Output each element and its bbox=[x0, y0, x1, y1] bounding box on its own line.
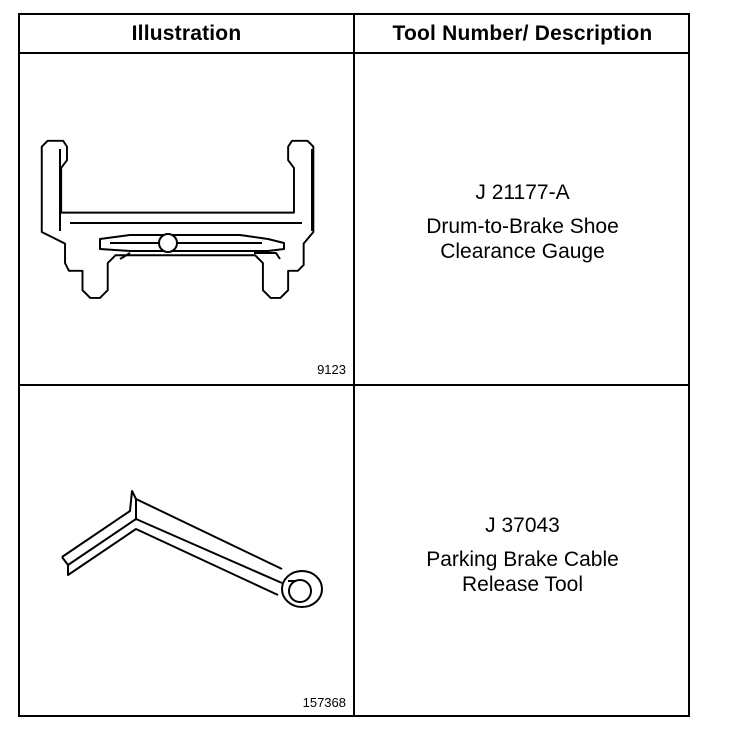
description-line: Release Tool bbox=[461, 573, 584, 596]
figure-number: 157368 bbox=[302, 695, 346, 710]
tool-table: Illustration Tool Number/ Description J … bbox=[18, 13, 690, 717]
drum-to-brake-shoe-gauge-icon bbox=[40, 139, 315, 299]
tool-description-1: J 21177-A Drum-to-Brake Shoe Clearance G… bbox=[355, 180, 690, 264]
tool-number: J 21177-A bbox=[475, 181, 570, 204]
column-divider bbox=[353, 15, 355, 715]
header-divider bbox=[20, 52, 688, 54]
header-tool-description: Tool Number/ Description bbox=[392, 22, 653, 45]
tool-description-2: J 37043 Parking Brake Cable Release Tool bbox=[355, 513, 690, 597]
row-divider bbox=[20, 384, 688, 386]
header-illustration: Illustration bbox=[131, 22, 242, 45]
description-line: Parking Brake Cable bbox=[426, 548, 619, 571]
tool-number: J 37043 bbox=[485, 514, 560, 537]
description-line: Drum-to-Brake Shoe bbox=[426, 215, 619, 238]
figure-number: 9123 bbox=[317, 362, 346, 377]
parking-brake-cable-release-tool-icon bbox=[61, 490, 323, 608]
description-line: Clearance Gauge bbox=[440, 240, 605, 263]
